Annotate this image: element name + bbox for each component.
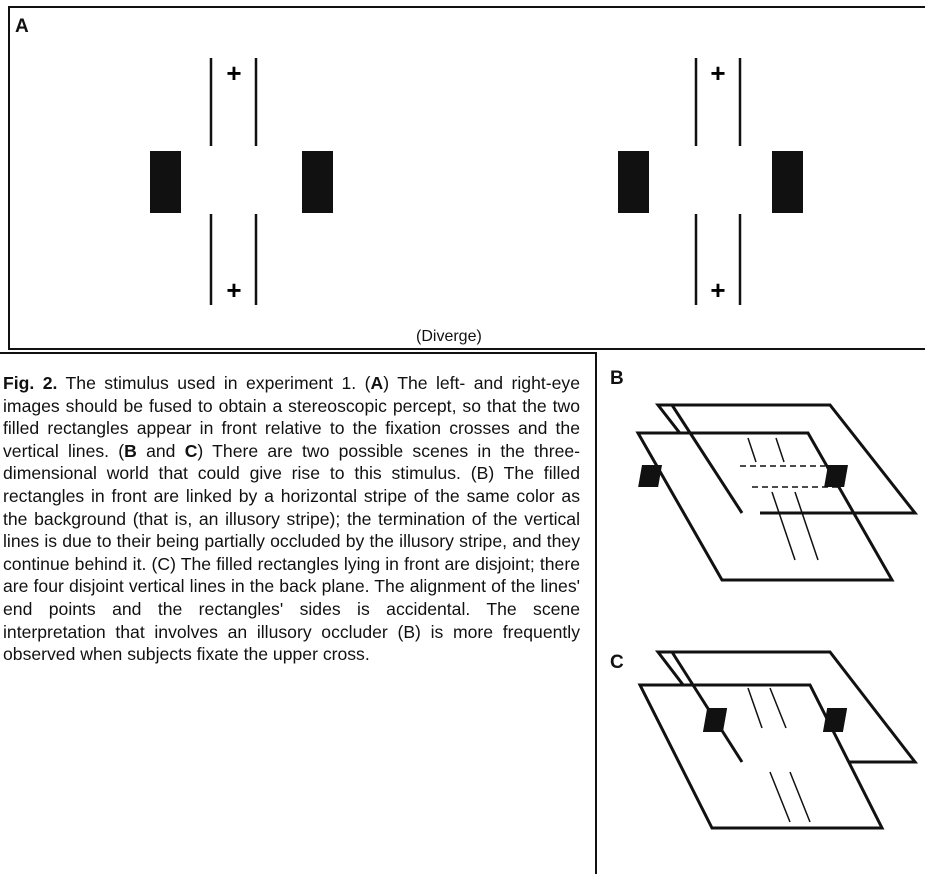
panel-b-rect-left (638, 465, 663, 487)
left-eye-image: + + (150, 58, 333, 305)
panel-c-vline-2-top (769, 687, 787, 729)
caption-text-2: ) The left- and right-eye images should … (3, 373, 580, 461)
caption-ref-b: B (124, 440, 137, 461)
panel-a-label: A (15, 16, 29, 37)
panel-c-front-plane-overlap (670, 651, 744, 763)
panel-c-rect-left (702, 708, 728, 732)
caption-text-1: The stimulus used in experiment 1. ( (57, 373, 371, 393)
right-image-cross-top: + (710, 58, 725, 88)
panel-c-vline-1-top (747, 687, 763, 729)
caption-text-4: ) There are two possible scenes in the t… (3, 440, 580, 665)
panel-b-vline-1-top (747, 437, 757, 463)
panel-b-vline-2-bottom (794, 491, 819, 561)
caption-ref-c: C (184, 440, 198, 461)
panel-c-vline-2-bottom (789, 771, 811, 823)
panel-c-vline-1-bottom (769, 771, 791, 823)
right-eye-image: + + (618, 58, 803, 305)
caption-ref-a: A (370, 373, 384, 393)
panel-b-label: B (610, 368, 624, 389)
right-image-rect-right (772, 151, 803, 213)
caption-figure-label: Fig. 2. (3, 373, 58, 393)
caption-text-3: and (136, 440, 185, 461)
left-image-cross-top: + (226, 58, 241, 88)
right-image-rect-left (618, 151, 649, 213)
panel-b-diagram (635, 403, 919, 582)
caption-divider-horizontal (0, 352, 596, 354)
panel-b-back-plane (635, 431, 895, 582)
left-image-rect-right (302, 151, 333, 213)
panel-c-back-plane (637, 683, 885, 830)
panel-b-vline-2-top (775, 437, 785, 463)
panel-a-frame (8, 6, 925, 350)
left-image-rect-left (150, 151, 181, 213)
figure-caption: Fig. 2. The stimulus used in experiment … (3, 372, 580, 666)
panel-c-diagram (637, 650, 919, 830)
caption-divider-vertical (595, 352, 597, 874)
left-image-cross-bottom: + (226, 275, 241, 305)
right-image-cross-bottom: + (710, 275, 725, 305)
panel-c-rect-right (822, 708, 848, 732)
panel-c-label: C (610, 652, 624, 673)
panel-b-rect-right (824, 465, 849, 487)
panel-b-vline-1-bottom (771, 491, 796, 561)
panel-a-footer: (Diverge) (416, 328, 482, 345)
panel-b-front-plane-overlap (670, 404, 744, 514)
